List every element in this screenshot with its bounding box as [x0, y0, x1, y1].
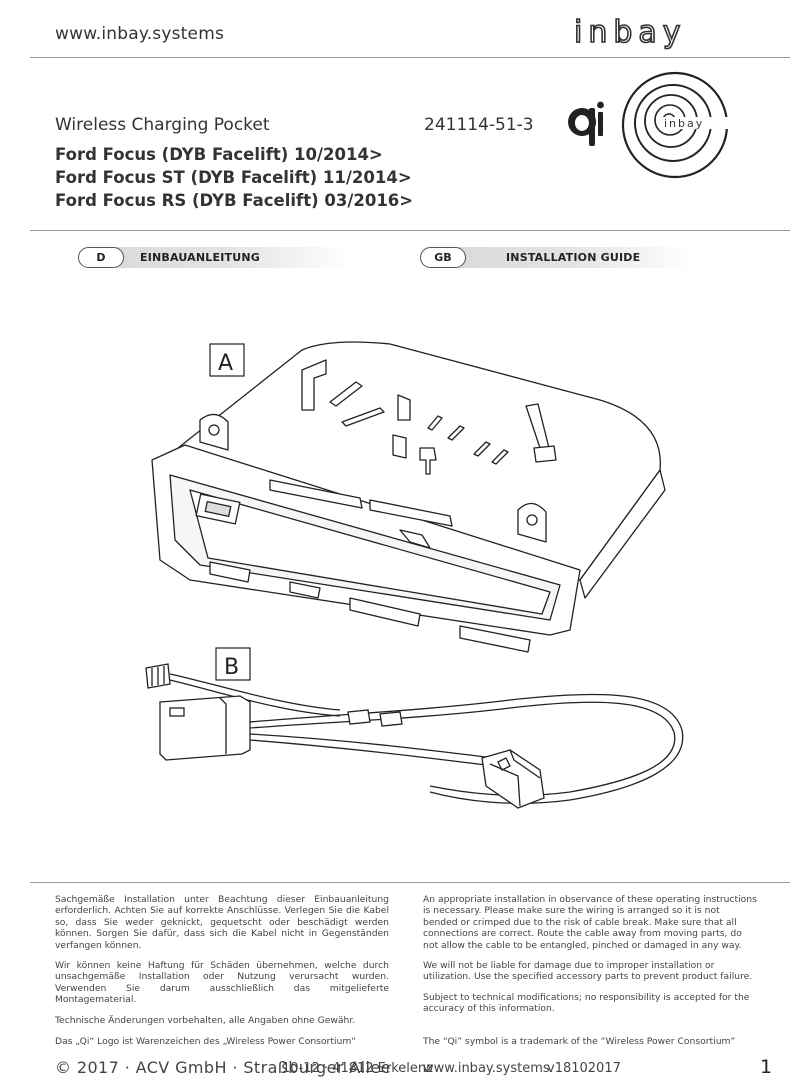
inbay-logo: inbay [573, 14, 687, 51]
cable-harness-drawing [145, 663, 684, 809]
header-url: www.inbay.systems [55, 24, 225, 44]
german-text-column: Sachgemäße Installation unter Beachtung … [55, 894, 389, 1035]
footer-divider [30, 882, 790, 883]
qi-icon [568, 101, 604, 146]
vehicle-model: Ford Focus ST (DYB Facelift) 11/2014> [55, 168, 412, 187]
vehicle-model: Ford Focus RS (DYB Facelift) 03/2016> [55, 191, 414, 210]
english-text-column: An appropriate installation in observanc… [423, 894, 757, 1024]
label-b: B [224, 655, 239, 680]
label-a-box [209, 343, 245, 377]
page-number: 1 [760, 1056, 773, 1078]
english-paragraph: Subject to technical modifications; no r… [423, 991, 750, 1015]
lang-label-en: INSTALLATION GUIDE [506, 251, 641, 264]
footer-company: © 2017 · ACV GmbH · Straßburger Allee [55, 1058, 391, 1077]
inbay-logo-text: inbay [574, 15, 687, 50]
german-paragraph: Technische Änderungen vorbehalten, alle … [55, 1014, 356, 1026]
section-divider [30, 230, 790, 231]
qi-brand-text: inbay [664, 117, 704, 130]
label-b-box [215, 647, 251, 681]
lang-badge-en: GB [420, 247, 466, 268]
product-title: Wireless Charging Pocket [55, 115, 270, 135]
charging-pocket-drawing [151, 341, 666, 653]
part-number: 241114-51-3 [424, 115, 534, 135]
lang-badge-de: D [78, 247, 124, 268]
header-divider [30, 57, 790, 58]
qi-inbay-logo: inbay [568, 71, 730, 179]
lang-band-de [80, 247, 350, 268]
english-paragraph: We will not be liable for damage due to … [423, 960, 753, 983]
footer-url: www.inbay.systems [423, 1061, 550, 1076]
english-trademark-note: The “Qi” symbol is a trademark of the “W… [423, 1036, 736, 1047]
footer-address: 10-12 · 41812 Erkelenz [282, 1061, 433, 1076]
vehicle-model: Ford Focus (DYB Facelift) 10/2014> [55, 145, 383, 164]
footer-version: v18102017 [547, 1061, 621, 1076]
lang-band-en [422, 247, 692, 268]
english-paragraph: An appropriate installation in observanc… [423, 894, 757, 951]
german-trademark-note: Das „Qi“ Logo ist Warenzeichen des „Wire… [55, 1036, 357, 1047]
product-drawing: A [145, 341, 684, 809]
vehicle-models: Ford Focus (DYB Facelift) 10/2014> Ford … [55, 143, 413, 212]
german-paragraph: Wir können keine Haftung für Schäden übe… [55, 960, 389, 1006]
lang-label-de: EINBAUANLEITUNG [140, 251, 260, 264]
german-paragraph: Sachgemäße Installation unter Beachtung … [55, 894, 389, 951]
label-a: A [218, 351, 233, 376]
